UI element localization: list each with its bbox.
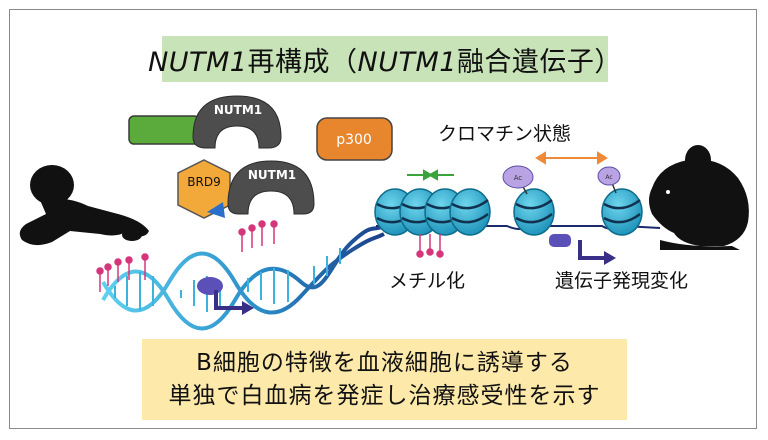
title-part-1: 再構成（ — [247, 46, 358, 78]
mouse-eye — [666, 190, 670, 194]
brd9-label: BRD9 — [187, 175, 220, 189]
dna-methyl-groups — [96, 220, 278, 292]
nucleosome — [449, 188, 491, 236]
fusion-partner-domain — [128, 115, 200, 145]
nutm1-protein-bottom: NUTM1 — [227, 160, 315, 215]
transcription-arrow-icon — [214, 290, 243, 310]
gene-expression-arrow-icon — [578, 240, 605, 260]
title-text: NUTM1再構成（NUTM1融合遺伝子） — [148, 40, 622, 79]
summary-line-1: B細胞の特徴を血液細胞に誘導する — [196, 349, 573, 376]
mouse-icon — [649, 145, 749, 250]
chromatin-state-label: クロマチン状態 — [438, 123, 571, 145]
methylation-label: メチル化 — [389, 270, 465, 292]
polymerase-blob — [549, 234, 571, 247]
opening-double-arrow-icon — [535, 151, 608, 165]
nucleosome-cluster-compact — [374, 188, 491, 236]
summary-banner: B細胞の特徴を血液細胞に誘導する 単独で白血病を発症し治療感受性を示す — [142, 339, 627, 420]
gene-expression-arrowhead-icon — [604, 251, 616, 265]
acetyl-mark-2 — [597, 166, 621, 186]
nucleosome-open-2 — [601, 188, 643, 236]
p300-label: p300 — [336, 132, 372, 148]
acetyl-label-1: Ac — [514, 174, 523, 182]
transcription-arrowhead-icon — [242, 301, 254, 315]
dna-helix — [101, 224, 385, 331]
acetyl-label-2: Ac — [605, 174, 612, 181]
nutm1-protein-top: NUTM1 — [192, 95, 282, 149]
infant-icon — [19, 165, 149, 246]
title-part-2: 融合遺伝子） — [456, 46, 622, 78]
title-gene-1: NUTM1 — [148, 46, 248, 78]
transcription-factor-blob — [197, 277, 223, 295]
p300-protein: p300 — [316, 117, 393, 161]
compaction-arrows-icon — [407, 169, 454, 181]
title-banner: NUTM1再構成（NUTM1融合遺伝子） — [148, 36, 621, 82]
nutm1-bottom-label: NUTM1 — [248, 168, 296, 182]
acetyl-mark-1 — [502, 165, 534, 189]
gene-expression-label: 遺伝子発現変化 — [555, 270, 688, 292]
nutm1-top-label: NUTM1 — [214, 103, 262, 117]
brd9-protein: BRD9 — [177, 159, 231, 219]
nucleosome-open-1 — [513, 188, 555, 236]
summary-line-2: 単独で白血病を発症し治療感受性を示す — [168, 382, 601, 409]
brd9-blue-wedge-icon — [207, 202, 225, 218]
chromatin-methyl-groups — [416, 234, 444, 258]
title-gene-2: NUTM1 — [357, 46, 457, 78]
